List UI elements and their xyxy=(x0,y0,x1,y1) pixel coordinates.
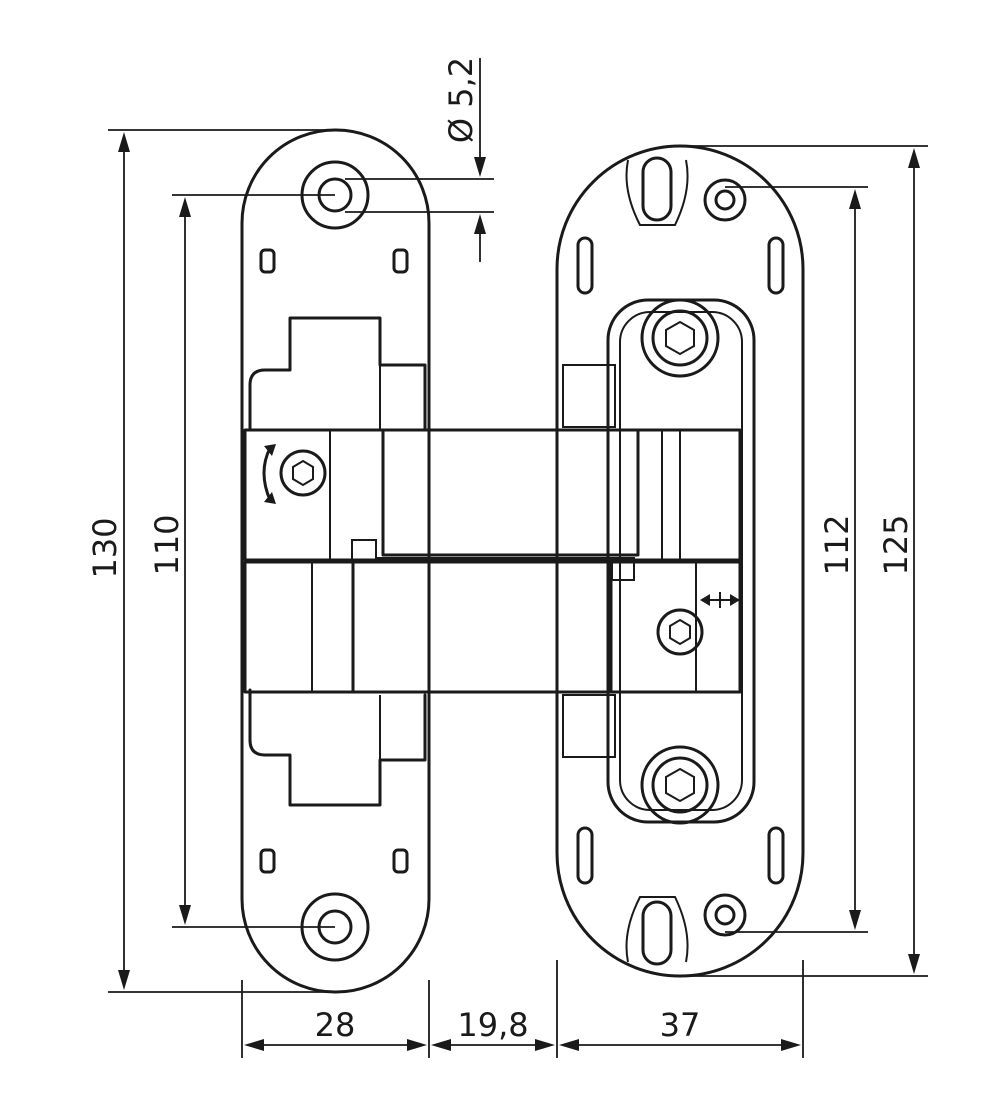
left-slot-tl xyxy=(259,248,276,274)
left-adjustment-screw xyxy=(279,449,327,497)
left-mounting-plate xyxy=(240,128,431,994)
dimension-112-label: 112 xyxy=(818,514,856,575)
dimension-37-label: 37 xyxy=(660,1006,701,1044)
dimension-110-label: 110 xyxy=(148,514,186,575)
right-top-screw-hole xyxy=(703,178,747,222)
rotate-icon xyxy=(262,446,272,502)
dimension-37: 37 xyxy=(559,960,804,1058)
dimension-19-8-label: 19,8 xyxy=(457,1006,528,1044)
dimension-28-label: 28 xyxy=(315,1006,356,1044)
right-adjustment-screw xyxy=(656,608,704,656)
left-slot-tr xyxy=(392,248,409,274)
left-body-outline xyxy=(248,316,427,432)
right-upper-block xyxy=(562,364,616,428)
right-slot-br xyxy=(767,826,785,885)
right-slot-tr xyxy=(767,236,785,295)
dimension-130-label: 130 xyxy=(86,517,124,578)
dimension-125-label: 125 xyxy=(877,514,915,575)
dimension-diameter: Ø 5,2 xyxy=(345,57,494,262)
horizontal-adjust-icon xyxy=(700,592,740,608)
right-lower-block xyxy=(562,694,616,758)
right-slot-tl xyxy=(576,236,594,295)
left-slot-br xyxy=(392,848,409,874)
dimension-diameter-label: Ø 5,2 xyxy=(442,57,480,143)
right-top-hex-screw xyxy=(640,298,720,378)
hinge-mechanism xyxy=(243,428,742,694)
right-slot-bl xyxy=(576,826,594,885)
right-oval-slot-bottom xyxy=(641,900,673,966)
upper-link-arm xyxy=(381,428,640,557)
dimension-112: 112 xyxy=(725,186,868,933)
dimension-19-8: 19,8 xyxy=(431,960,558,1058)
lower-link-arm xyxy=(351,560,613,694)
dimension-28: 28 xyxy=(241,980,430,1058)
dimension-110: 110 xyxy=(148,194,335,928)
right-oval-slot-top xyxy=(641,156,673,222)
left-slot-bl xyxy=(259,848,276,874)
dimension-125: 125 xyxy=(680,145,928,977)
right-bottom-screw-hole xyxy=(703,893,747,937)
dimension-130: 130 xyxy=(86,129,335,993)
right-bottom-hex-screw xyxy=(640,745,720,825)
